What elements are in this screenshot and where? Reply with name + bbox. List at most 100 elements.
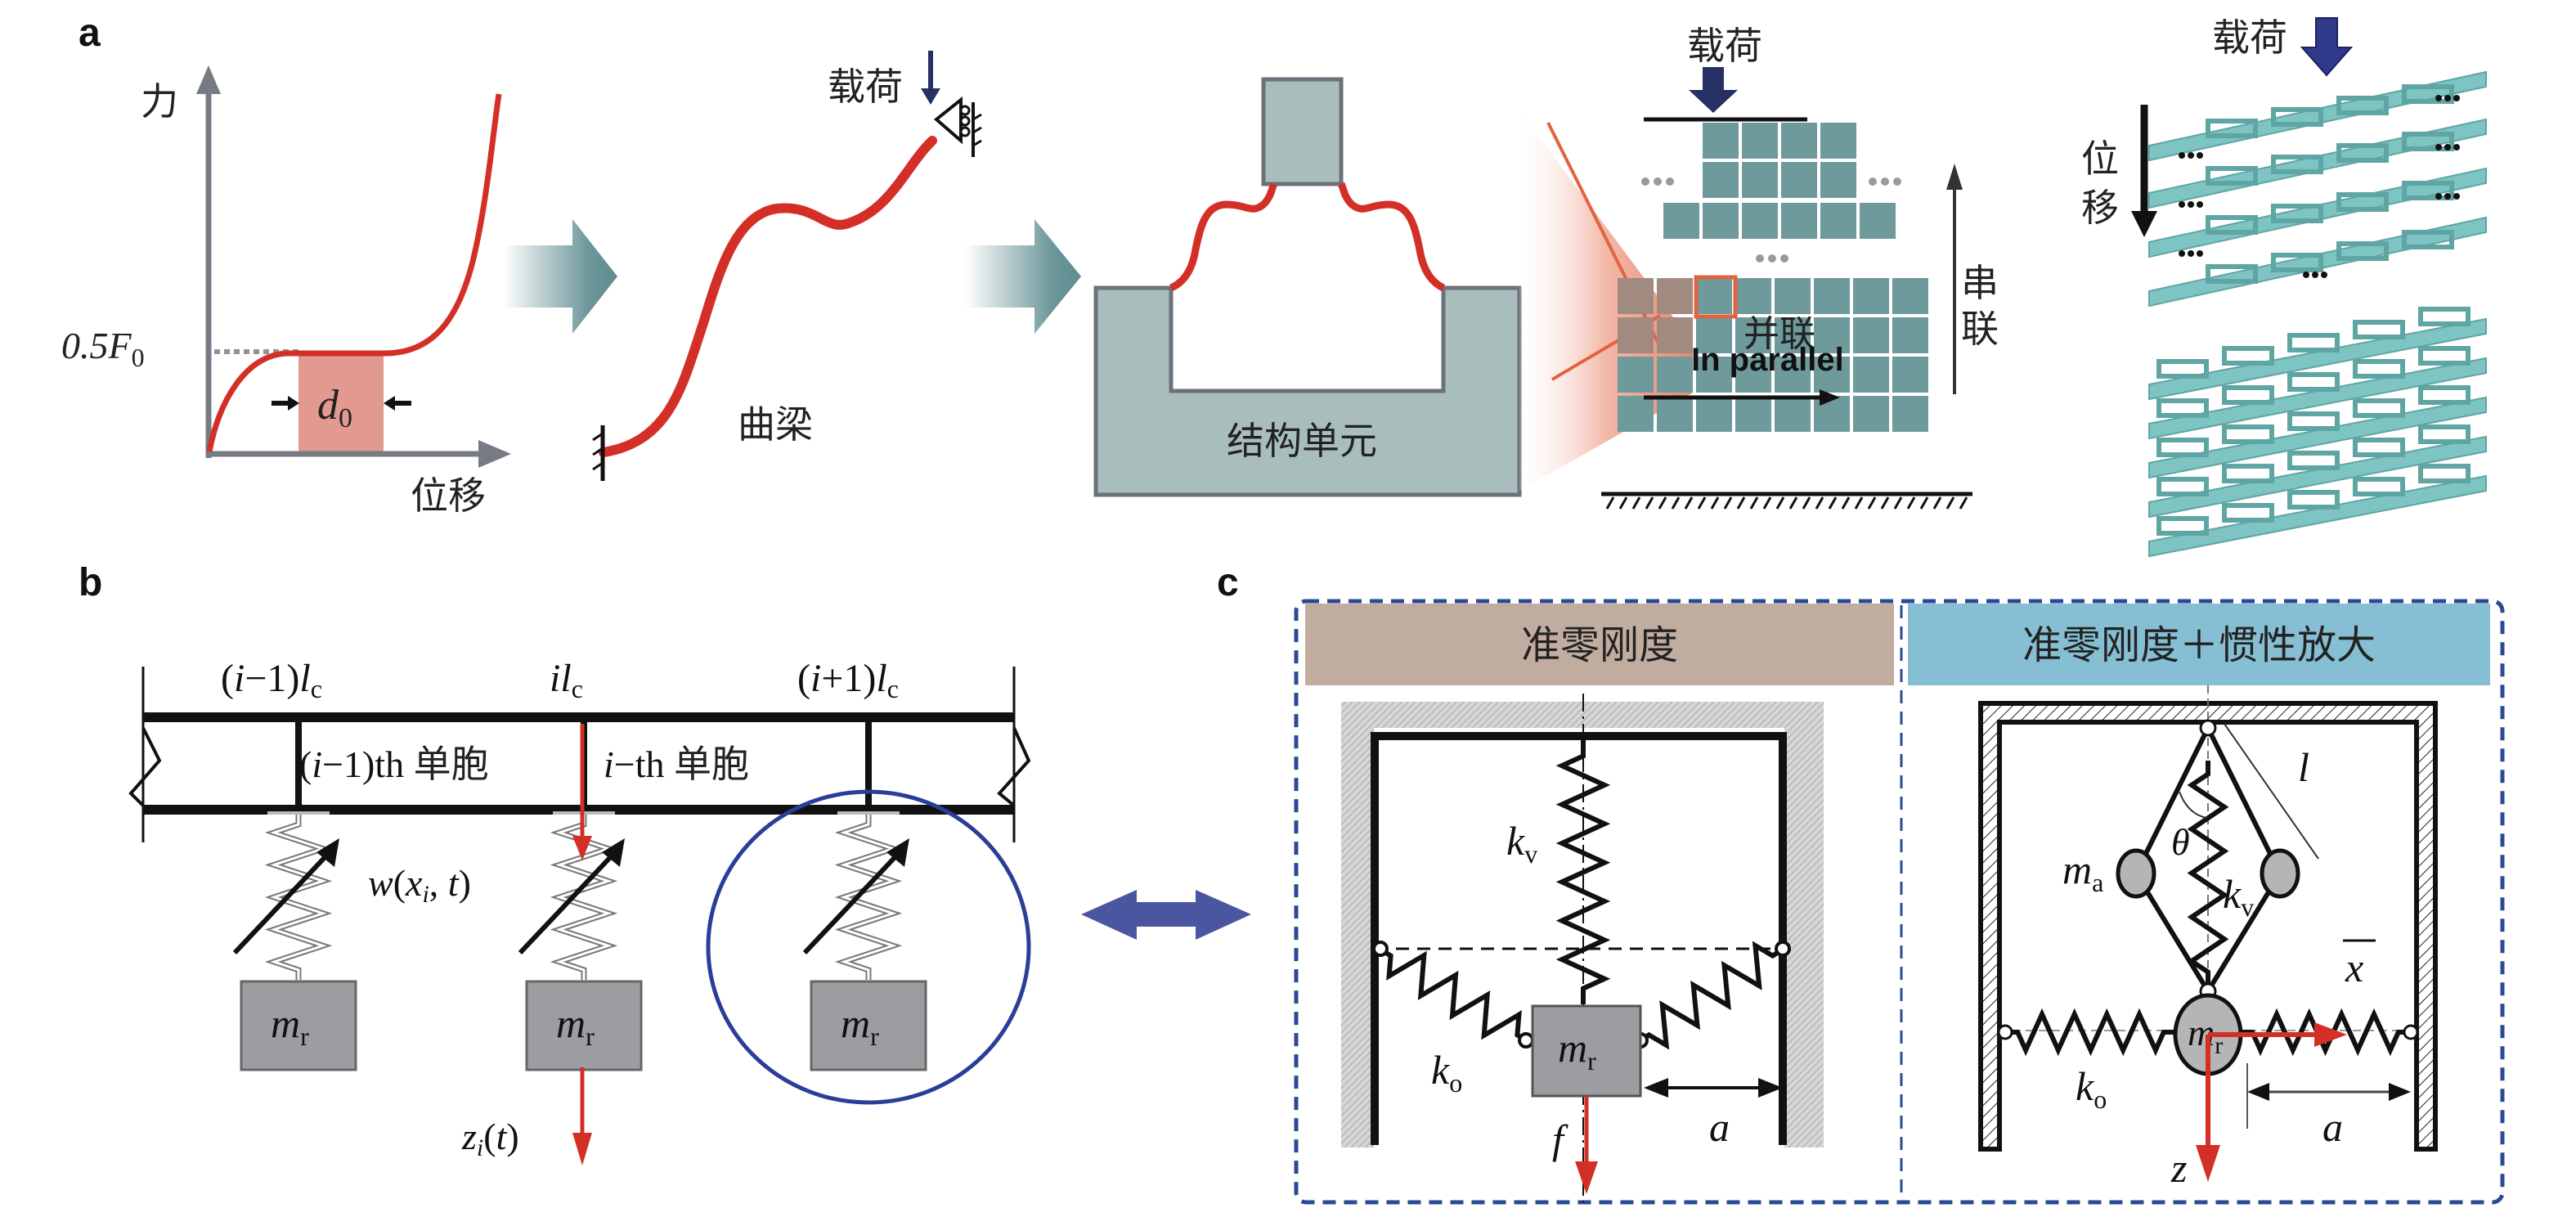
tunable-arrow bbox=[802, 848, 904, 955]
grid-cell bbox=[1735, 317, 1771, 353]
ground-hatch-tick bbox=[1959, 496, 1968, 510]
meta-cell bbox=[2418, 464, 2471, 483]
panel-letter-b: b bbox=[79, 561, 102, 604]
theta-label: θ bbox=[2171, 821, 2190, 863]
meta-cell bbox=[2402, 84, 2454, 104]
grid-cell bbox=[1657, 357, 1693, 393]
ground-hatch-tick bbox=[1684, 496, 1694, 510]
qzs-header-text: 准零刚度 bbox=[1521, 622, 1678, 668]
qzs-mass bbox=[1531, 1004, 1642, 1098]
grid-cell bbox=[1775, 396, 1811, 432]
tunable-arrow bbox=[232, 848, 334, 955]
meta-cell bbox=[2336, 192, 2389, 212]
assembly-load-label: 载荷 bbox=[1687, 24, 1762, 68]
ellipsis-dot bbox=[2188, 152, 2194, 159]
grid-cell bbox=[1735, 396, 1771, 432]
grid-cell bbox=[1892, 357, 1928, 393]
series-label-1: 串 bbox=[1961, 261, 1999, 305]
meta-cell bbox=[2206, 264, 2258, 284]
y-axis-arrowhead bbox=[196, 65, 221, 94]
grid-cell bbox=[1618, 317, 1654, 353]
force-displacement-sketch: d0 0.5F0 力 位移 bbox=[61, 65, 511, 518]
meta-cell bbox=[2156, 438, 2209, 457]
d0-arrowhead-left bbox=[288, 396, 299, 411]
assembly-load-arrow bbox=[1689, 67, 1738, 113]
grid-cell bbox=[1735, 278, 1771, 314]
panel-c-frame bbox=[1294, 599, 2505, 1205]
ground-hatch-tick bbox=[1932, 496, 1942, 510]
meta-cell bbox=[2271, 155, 2323, 174]
ellipsis-dot bbox=[2188, 201, 2194, 208]
position-label-prev: (i−1)lc bbox=[221, 657, 322, 703]
unit-cell-beam-left bbox=[1169, 182, 1278, 292]
tunable-arrow bbox=[518, 848, 619, 955]
z-label: z bbox=[2170, 1145, 2187, 1191]
grid-cell bbox=[1703, 123, 1739, 159]
unit-cell-assembly: 载荷 并联 In parallel 串 联 bbox=[1601, 24, 1999, 510]
qzs-inertia-frame bbox=[1978, 701, 2438, 1152]
meta-cell bbox=[2156, 359, 2209, 379]
meta-cell bbox=[2222, 424, 2274, 444]
meta-cell bbox=[2222, 464, 2274, 483]
fixed-support-hatch bbox=[592, 432, 604, 471]
meta-cell bbox=[2287, 372, 2340, 392]
resonator-spring-inner bbox=[270, 815, 327, 980]
meta-cell bbox=[2156, 477, 2209, 496]
grid-cell bbox=[1618, 357, 1654, 393]
x-axis-arrowhead bbox=[478, 440, 511, 468]
meta-cell bbox=[2222, 503, 2274, 523]
meta-cell bbox=[2287, 333, 2340, 353]
ground-hatch-tick bbox=[1697, 496, 1707, 510]
ellipsis-dot bbox=[2444, 193, 2451, 200]
ellipsis-dot bbox=[2435, 144, 2442, 150]
roller-support bbox=[933, 96, 963, 145]
ground-hatch-tick bbox=[1880, 496, 1890, 510]
meta-cell bbox=[2353, 438, 2405, 457]
qzs-inertia-subpanel: 准零刚度＋惯性放大 l θ ma kv mr ko x bbox=[1908, 604, 2490, 1191]
grid-cell bbox=[1742, 203, 1778, 239]
qzs-mass-label: mr bbox=[1558, 1025, 1596, 1076]
grid-cell bbox=[1663, 203, 1699, 239]
beam-displacement-label: w(xi, t) bbox=[368, 862, 471, 908]
meta-cell bbox=[2418, 307, 2471, 326]
amplifier-mass-label: ma bbox=[2062, 846, 2103, 897]
meta-cell bbox=[2418, 385, 2471, 405]
ellipsis-dot bbox=[2188, 250, 2194, 257]
break-left bbox=[128, 727, 162, 807]
ground-hatch-tick bbox=[1671, 496, 1681, 510]
meta-cell bbox=[2353, 359, 2405, 379]
meta-cell bbox=[2206, 215, 2258, 235]
position-label-next: (i+1)lc bbox=[797, 657, 899, 703]
grid-cell bbox=[1781, 123, 1817, 159]
ellipsis-dot bbox=[2312, 272, 2318, 278]
grid-cells bbox=[1618, 123, 1928, 432]
resonator-mass-label: mr bbox=[841, 1000, 879, 1051]
ground-hatch-tick bbox=[1828, 496, 1838, 510]
cell-label-curr: i−th 单胞 bbox=[604, 742, 749, 786]
ground-hatch-tick bbox=[1762, 496, 1772, 510]
grid-cell bbox=[1657, 396, 1693, 432]
qzi-kv-label: kv bbox=[2223, 871, 2254, 922]
series-label-2: 联 bbox=[1961, 307, 1999, 351]
ground-hatch-tick bbox=[1841, 496, 1851, 510]
grid-cell bbox=[1703, 162, 1739, 198]
tunable-arrowhead bbox=[886, 838, 909, 867]
unit-cell-sketch: 结构单元 bbox=[1093, 77, 1522, 497]
tunable-arrowhead bbox=[316, 838, 339, 867]
meta-cell bbox=[2287, 490, 2340, 510]
ellipsis-dot bbox=[2435, 193, 2442, 200]
ground-hatch-tick bbox=[1893, 496, 1903, 510]
grid-cell bbox=[1820, 162, 1856, 198]
grid-cell bbox=[1892, 278, 1928, 314]
resonator-mass-label: mr bbox=[271, 1000, 309, 1051]
qzs-gap-label: a bbox=[1709, 1104, 1730, 1150]
meta-cell bbox=[2353, 477, 2405, 496]
force-curve bbox=[206, 93, 502, 452]
ground-hatch-tick bbox=[1788, 496, 1798, 510]
meta-cell bbox=[2222, 346, 2274, 366]
xbar-label: x bbox=[2345, 945, 2363, 990]
theta-arc bbox=[2179, 791, 2207, 819]
qzi-horizontal-spring-left bbox=[2008, 1008, 2174, 1057]
qzs-oblique-spring-left bbox=[1380, 948, 1528, 1043]
meta-cell bbox=[2271, 204, 2323, 223]
